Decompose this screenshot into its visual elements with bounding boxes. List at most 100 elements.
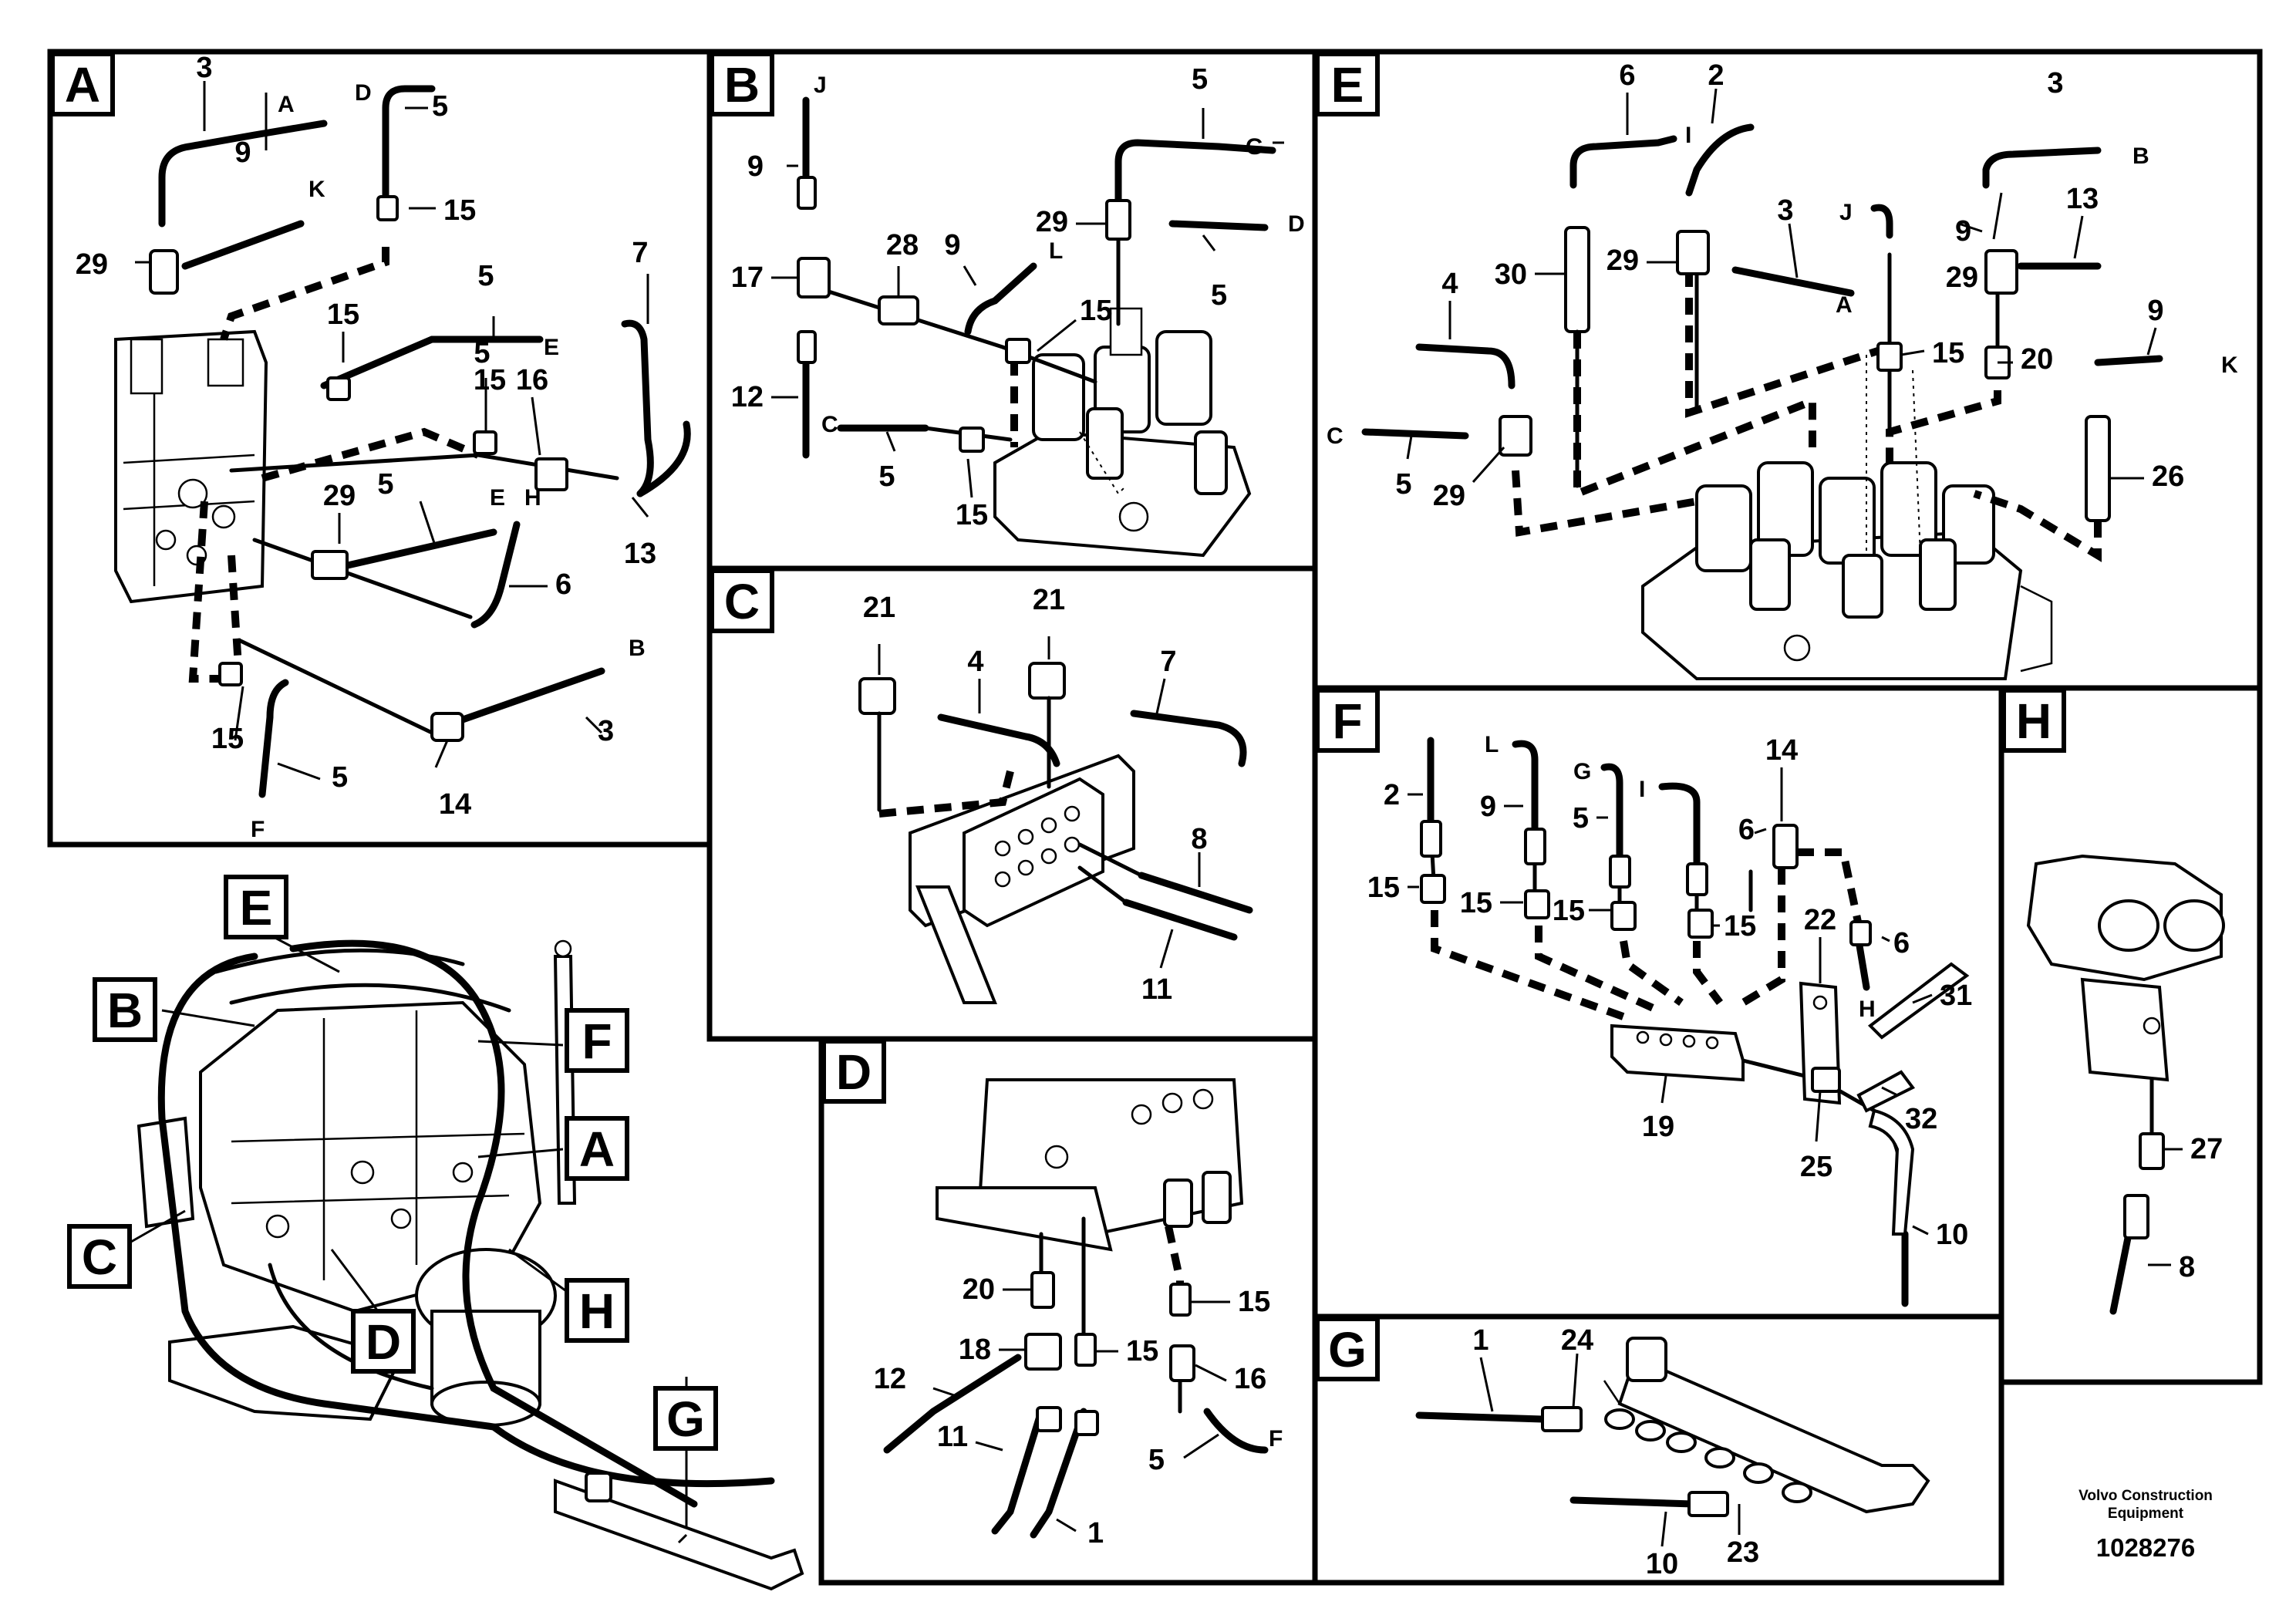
dash-a-2 <box>261 427 480 482</box>
callout-f-15-c: 15 <box>1553 895 1585 927</box>
hose-13 <box>636 420 691 497</box>
port-a-f: F <box>251 817 265 842</box>
callout-b-12: 12 <box>731 381 764 413</box>
panel-b-leaders <box>771 108 1284 498</box>
solenoid-b4 <box>1086 407 1124 480</box>
document-number: 1028276 <box>2096 1533 2195 1562</box>
fitting-15-b2 <box>959 427 985 453</box>
panel-a: A 3 <box>47 49 713 848</box>
hose-6-f <box>1658 782 1701 875</box>
callout-a-16: 16 <box>516 364 548 396</box>
dash-a-1 <box>220 247 389 341</box>
hose-5-e-lower <box>320 528 497 575</box>
overview-tag-c-box <box>67 1224 132 1289</box>
overview-tag-e: E <box>240 880 273 936</box>
solenoid-d1 <box>1163 1179 1193 1228</box>
fitting-15-f4 <box>1687 909 1714 939</box>
panel-e: E <box>1312 49 2263 691</box>
fitting-15-f3 <box>1610 901 1637 931</box>
port-f-i: I <box>1639 777 1645 802</box>
overview-hose-1 <box>157 953 775 1488</box>
hose-6 <box>470 521 521 629</box>
callout-e-20: 20 <box>2021 343 2053 376</box>
callout-d-11: 11 <box>937 1421 968 1453</box>
port-d-f: F <box>1269 1426 1283 1452</box>
hose-9-j-e <box>1870 204 1893 239</box>
panel-f-tag: F <box>1332 693 1362 749</box>
dash-f-6 <box>1797 848 1863 927</box>
overview-tag-c: C <box>82 1229 117 1285</box>
callout-e-29-left: 29 <box>1607 244 1639 277</box>
hose-11-d <box>991 1408 1045 1535</box>
panel-g-tag-box <box>1315 1317 1380 1381</box>
callout-a-3-bottom: 3 <box>598 715 614 747</box>
callout-f-15-a: 15 <box>1367 872 1400 904</box>
callout-a-5-bottom: 5 <box>332 761 348 794</box>
overview-tag-d: D <box>366 1314 401 1370</box>
bolt-32 <box>1856 1070 1916 1113</box>
dash-e-4 <box>1512 470 1698 537</box>
callout-b-29: 29 <box>1036 206 1068 238</box>
overview-machine: E B F A C D H G <box>67 875 804 1591</box>
elbow-10-f <box>1868 1108 1915 1236</box>
hose-3-a <box>158 120 328 228</box>
panel-f-leaders <box>1408 767 1933 1236</box>
solenoid-d2 <box>1202 1171 1232 1224</box>
callout-a-5-mid: 5 <box>477 260 494 292</box>
brand-line-1: Volvo Construction <box>2079 1488 2213 1504</box>
fitting-15-e <box>1876 342 1903 372</box>
port-e-k: K <box>2221 352 2238 378</box>
fitting-29-e3 <box>1499 415 1532 457</box>
callout-d-5: 5 <box>1148 1444 1165 1476</box>
overview-leaders <box>130 936 688 1544</box>
callout-d-12: 12 <box>874 1363 906 1395</box>
port-e-j: J <box>1839 200 1853 225</box>
brand-line-2: Equipment <box>2108 1506 2184 1522</box>
dash-f-4 <box>1693 941 1723 1005</box>
tube-30 <box>1564 226 1590 333</box>
overview-hose-2 <box>289 939 698 1508</box>
callout-a-29-top: 29 <box>76 248 108 281</box>
overview-tag-b-box <box>93 977 157 1042</box>
fitting-b-9 <box>797 176 817 210</box>
fitting-14-a <box>430 712 464 742</box>
hose-9-l <box>964 262 1037 336</box>
panel-h-leaders <box>2148 1148 2183 1266</box>
hose-9-k <box>181 220 305 270</box>
fitting-b-top <box>1109 307 1143 356</box>
callout-c-8: 8 <box>1191 823 1207 855</box>
hose-5-c-e <box>1361 428 1469 440</box>
callout-b-9-mid: 9 <box>944 229 960 261</box>
panel-d-tag: D <box>836 1044 872 1100</box>
hose-9-k-e <box>2094 355 2163 366</box>
solenoid-b5 <box>1194 430 1228 495</box>
callout-c-11: 11 <box>1141 973 1172 1006</box>
port-b-c: C <box>821 412 838 437</box>
callout-g-1: 1 <box>1472 1324 1489 1357</box>
dash-a-3 <box>188 501 224 683</box>
callout-c-4: 4 <box>967 646 983 678</box>
callout-b-15-mid: 15 <box>1080 295 1112 327</box>
fitting-15-b1 <box>1005 338 1031 364</box>
fitting-18 <box>1024 1333 1062 1371</box>
hose-8-h <box>2109 1230 2132 1315</box>
panel-f-tag-box <box>1315 688 1380 753</box>
motor-port-h1 <box>2098 899 2159 952</box>
hose-5-f <box>258 679 289 798</box>
fitting-20 <box>1030 1271 1055 1309</box>
callout-a-5-top: 5 <box>432 90 448 123</box>
callout-f-32: 32 <box>1905 1103 1937 1135</box>
panel-h-frame <box>1998 685 2263 1385</box>
solenoid-b3 <box>1155 330 1212 426</box>
hose-f-thin <box>1428 823 1753 928</box>
callout-c-21-left: 21 <box>863 592 895 624</box>
callout-e-29-bottom: 29 <box>1433 480 1465 512</box>
callout-b-28: 28 <box>886 229 919 261</box>
hose-10-g <box>1569 1496 1697 1508</box>
panel-d-tag-box <box>821 1039 886 1104</box>
panel-e-tag: E <box>1331 57 1364 113</box>
callout-e-9-right: 9 <box>2147 295 2163 327</box>
port-e-i: I <box>1685 123 1691 148</box>
hose-8 <box>1138 872 1253 914</box>
fitting-29-a2 <box>311 550 349 580</box>
